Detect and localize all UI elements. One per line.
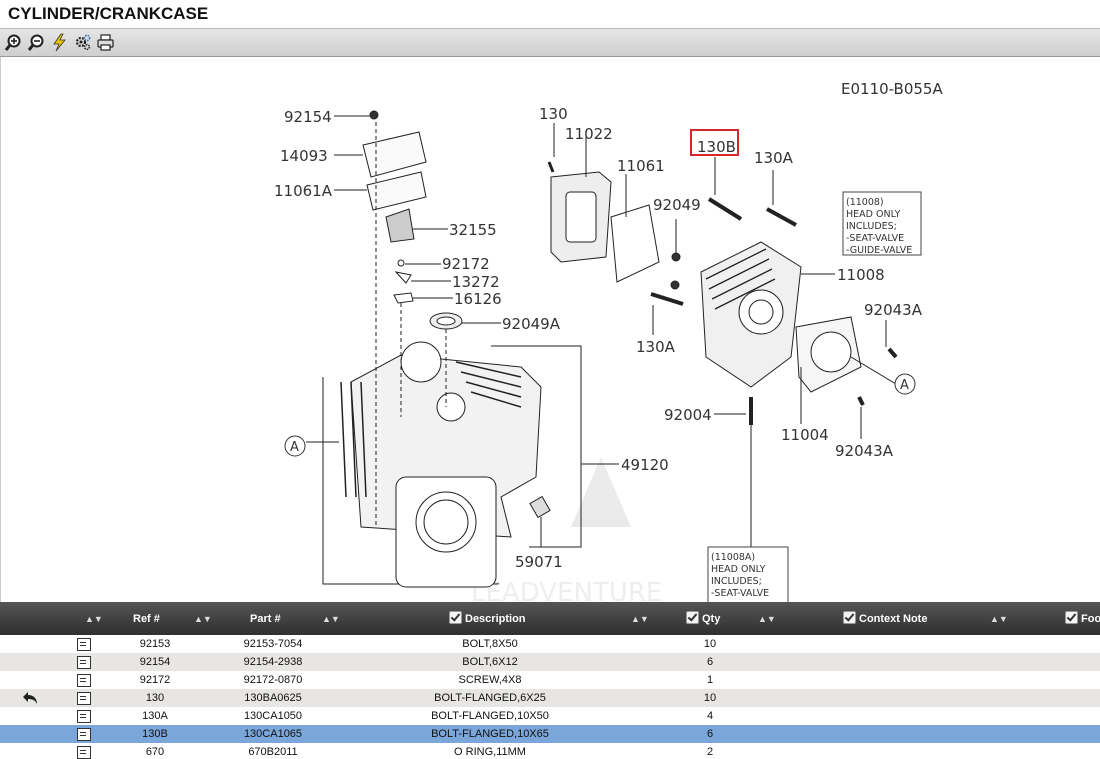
add-to-cart-icon[interactable] <box>77 674 91 687</box>
sort-icon[interactable]: ▲▼ <box>631 614 649 624</box>
column-header-part[interactable]: Part # <box>250 613 281 625</box>
callout-49120[interactable]: 49120 <box>621 456 669 474</box>
settings-icon[interactable] <box>73 33 92 52</box>
cover-drawing <box>334 110 619 547</box>
callout-13272[interactable]: 13272 <box>452 273 500 291</box>
callout-130a-bottom[interactable]: 130A <box>636 338 676 356</box>
add-to-cart-icon[interactable] <box>77 638 91 651</box>
callout-11008[interactable]: 11008 <box>837 266 885 284</box>
table-row[interactable]: 92153 92153-7054 BOLT,8X50 10 <box>0 635 1100 653</box>
parts-diagram[interactable]: E0110-B055A LEADVENTURE <box>0 57 1100 602</box>
parts-table: ▲▼ Ref # ▲▼ Part # ▲▼ Description ▲▼ Qty… <box>0 602 1100 759</box>
add-to-cart-icon[interactable] <box>77 728 91 741</box>
cylinder-head-drawing <box>547 123 898 602</box>
svg-text:-SEAT-VALVE: -SEAT-VALVE <box>711 588 769 599</box>
callout-92043a-bottom[interactable]: 92043A <box>835 442 894 460</box>
callout-92154[interactable]: 92154 <box>284 108 332 126</box>
svg-text:LEADVENTURE: LEADVENTURE <box>471 578 662 602</box>
highlight-box <box>690 129 739 156</box>
column-toggle-checkbox[interactable] <box>686 611 699 624</box>
svg-text:-SEAT-VALVE: -SEAT-VALVE <box>846 233 904 244</box>
svg-text:HEAD ONLY: HEAD ONLY <box>846 209 901 220</box>
sort-icon[interactable]: ▲▼ <box>990 614 1008 624</box>
callout-92049a[interactable]: 92049A <box>502 315 561 333</box>
column-toggle-checkbox[interactable] <box>1065 611 1078 624</box>
table-row[interactable]: 92172 92172-0870 SCREW,4X8 1 <box>0 671 1100 689</box>
callout-130a-top[interactable]: 130A <box>754 149 794 167</box>
print-icon[interactable] <box>96 33 115 52</box>
title-bar: CYLINDER/CRANKCASE <box>0 0 1100 29</box>
column-header-context-note[interactable]: Context Note <box>843 602 927 635</box>
sort-icon[interactable]: ▲▼ <box>85 614 103 624</box>
table-header: ▲▼ Ref # ▲▼ Part # ▲▼ Description ▲▼ Qty… <box>0 602 1100 635</box>
table-row[interactable]: 670 670B2011 O RING,11MM 2 <box>0 743 1100 759</box>
table-row-selected[interactable]: 130B 130CA1065 BOLT-FLANGED,10X65 6 <box>0 725 1100 743</box>
callout-11004[interactable]: 11004 <box>781 426 829 444</box>
sort-icon[interactable]: ▲▼ <box>194 614 212 624</box>
watermark-logo: LEADVENTURE <box>471 457 662 602</box>
note-box-11008a: (11008A) HEAD ONLY INCLUDES; -SEAT-VALVE <box>707 546 789 602</box>
lightning-icon[interactable] <box>50 33 69 52</box>
column-header-footnote[interactable]: Foo <box>1065 602 1100 635</box>
callout-130b[interactable]: 130B <box>697 138 736 156</box>
sort-icon[interactable]: ▲▼ <box>322 614 340 624</box>
window-title: CYLINDER/CRANKCASE <box>8 4 209 23</box>
callout-92049[interactable]: 92049 <box>653 196 701 214</box>
note-box-11008: (11008) HEAD ONLY INCLUDES; -SEAT-VALVE … <box>842 191 922 256</box>
table-row[interactable]: 130 130BA0625 BOLT-FLANGED,6X25 10 <box>0 689 1100 707</box>
callout-14093[interactable]: 14093 <box>280 147 328 165</box>
svg-text:A: A <box>900 378 909 393</box>
add-to-cart-icon[interactable] <box>77 692 91 705</box>
crankcase-drawing <box>306 341 582 588</box>
svg-text:HEAD ONLY: HEAD ONLY <box>711 564 766 575</box>
table-row[interactable]: 130A 130CA1050 BOLT-FLANGED,10X50 4 <box>0 707 1100 725</box>
toolbar <box>0 29 1100 57</box>
column-header-description[interactable]: Description <box>449 602 526 635</box>
callout-16126[interactable]: 16126 <box>454 290 502 308</box>
column-header-ref[interactable]: Ref # <box>133 613 160 625</box>
ref-circle-a-left[interactable]: A <box>284 435 306 457</box>
column-header-qty[interactable]: Qty <box>686 602 720 635</box>
ref-circle-a-right[interactable]: A <box>894 373 916 395</box>
svg-text:-GUIDE-VALVE: -GUIDE-VALVE <box>846 245 912 256</box>
sort-icon[interactable]: ▲▼ <box>758 614 776 624</box>
callout-11022[interactable]: 11022 <box>565 125 613 143</box>
svg-text:INCLUDES;: INCLUDES; <box>711 576 762 587</box>
diagram-code: E0110-B055A <box>841 80 943 98</box>
svg-text:A: A <box>290 440 299 455</box>
table-row[interactable]: 92154 92154-2938 BOLT,6X12 6 <box>0 653 1100 671</box>
add-to-cart-icon[interactable] <box>77 746 91 759</box>
callout-92004[interactable]: 92004 <box>664 406 712 424</box>
callout-11061[interactable]: 11061 <box>617 157 665 175</box>
back-arrow-icon[interactable] <box>22 690 40 706</box>
column-toggle-checkbox[interactable] <box>843 611 856 624</box>
svg-text:(11008): (11008) <box>846 197 884 208</box>
zoom-in-icon[interactable] <box>4 33 23 52</box>
svg-text:INCLUDES;: INCLUDES; <box>846 221 897 232</box>
add-to-cart-icon[interactable] <box>77 710 91 723</box>
callout-11061a[interactable]: 11061A <box>274 182 333 200</box>
callout-92172[interactable]: 92172 <box>442 255 490 273</box>
zoom-out-icon[interactable] <box>27 33 46 52</box>
callout-92043a-top[interactable]: 92043A <box>864 301 923 319</box>
callout-32155[interactable]: 32155 <box>449 221 497 239</box>
column-toggle-checkbox[interactable] <box>449 611 462 624</box>
svg-text:(11008A): (11008A) <box>711 552 755 563</box>
add-to-cart-icon[interactable] <box>77 656 91 669</box>
callout-130[interactable]: 130 <box>539 105 568 123</box>
callout-59071[interactable]: 59071 <box>515 553 563 571</box>
